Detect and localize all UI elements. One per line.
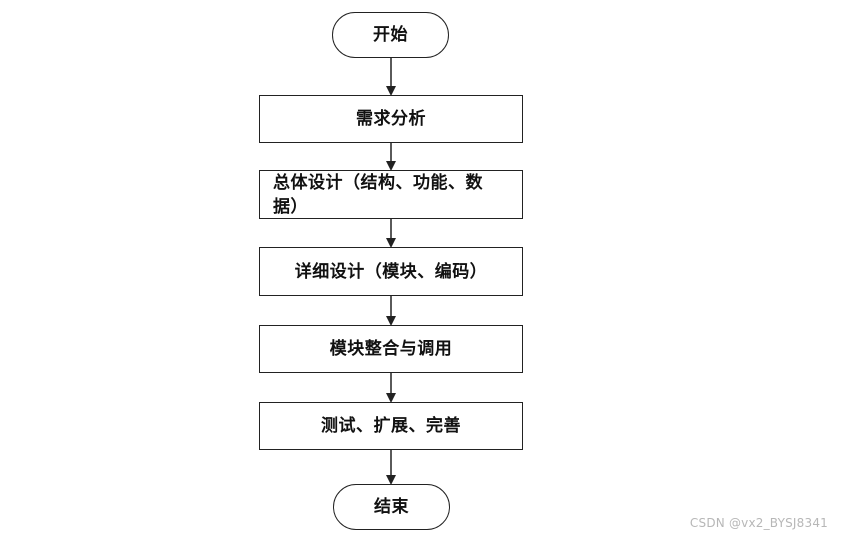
detailed-design-node: 详细设计（模块、编码） (259, 247, 523, 296)
end-node: 结束 (333, 484, 450, 530)
module-integration-node: 模块整合与调用 (259, 325, 523, 373)
module-integration-label: 模块整合与调用 (329, 339, 453, 359)
overall-design-node: 总体设计（结构、功能、数据） (259, 170, 523, 219)
end-label: 结束 (374, 497, 409, 517)
requirements-analysis-label: 需求分析 (356, 109, 426, 129)
start-label: 开始 (373, 25, 408, 45)
requirements-analysis-node: 需求分析 (259, 95, 523, 143)
detailed-design-label: 详细设计（模块、编码） (294, 261, 488, 282)
testing-node: 测试、扩展、完善 (259, 402, 523, 450)
overall-design-label: 总体设计（结构、功能、数据） (273, 172, 483, 217)
start-node: 开始 (332, 12, 449, 58)
testing-label: 测试、扩展、完善 (321, 416, 461, 436)
watermark-text: CSDN @vx2_BYSJ8341 (689, 516, 828, 530)
